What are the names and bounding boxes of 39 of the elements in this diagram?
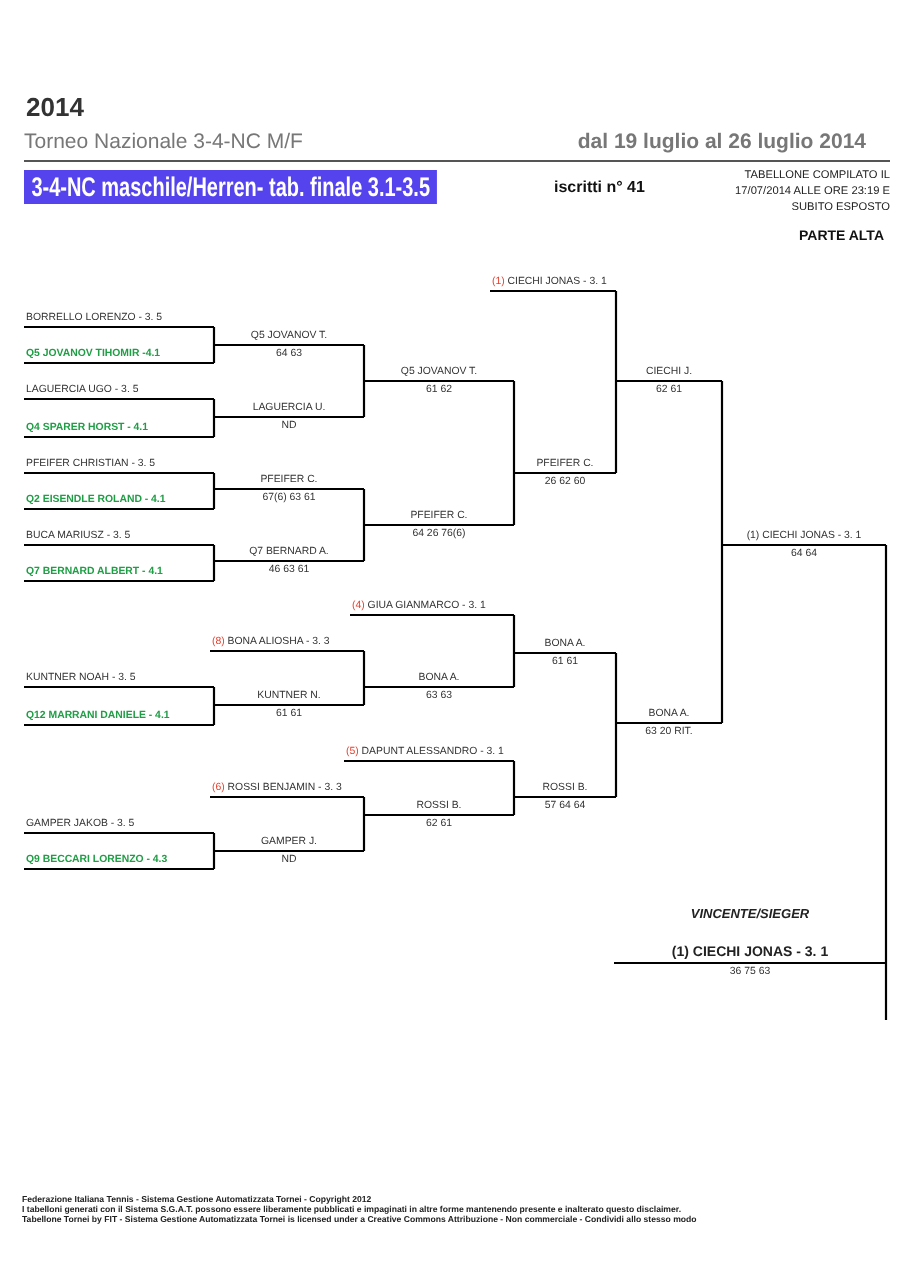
- bracket-line: [212, 473, 216, 491]
- bracket-line: [362, 651, 366, 689]
- bracket-line: [212, 833, 216, 853]
- title-banner: 3-4-NC maschile/Herren- tab. finale 3.1-3.5: [24, 170, 438, 204]
- bracket-line: [720, 381, 724, 547]
- bracket-line: [512, 381, 516, 475]
- bracket-line: [212, 415, 216, 437]
- bracket-line: [614, 653, 618, 725]
- bracket-line: [720, 543, 724, 723]
- bracket-line: [512, 761, 516, 799]
- bracket-line: [512, 471, 516, 525]
- bracket-line: [614, 291, 618, 383]
- bracket-line: [512, 651, 516, 687]
- bracket-line: [362, 379, 366, 417]
- bracket-line: [362, 685, 366, 705]
- bracket-line: [212, 399, 216, 419]
- bracket-line: [362, 345, 366, 383]
- bracket-line: [614, 379, 618, 473]
- bracket-line: [512, 615, 516, 655]
- year-label: 2014: [26, 92, 84, 122]
- bracket-line: [884, 961, 888, 1020]
- bracket-line: [212, 545, 216, 563]
- bracket-line: [884, 545, 888, 965]
- bracket-line: [212, 559, 216, 581]
- bracket-line: [614, 721, 618, 797]
- bracket-line: [212, 703, 216, 725]
- date-range: dal 19 luglio al 26 luglio 2014: [577, 130, 866, 154]
- tournament-name: Torneo Nazionale 3-4-NC M/F: [24, 130, 303, 154]
- bracket-line: [212, 343, 216, 363]
- bracket-line: [362, 813, 366, 851]
- bracket-line: [212, 327, 216, 347]
- bracket-line: [362, 523, 366, 561]
- bracket-line: [212, 487, 216, 509]
- bracket-line: [362, 797, 366, 817]
- bracket-line: [212, 687, 216, 707]
- bracket-line: [512, 795, 516, 815]
- entrants-count: iscritti n° 41: [554, 178, 645, 196]
- bracket-line: [212, 849, 216, 869]
- bracket-line: [362, 489, 366, 527]
